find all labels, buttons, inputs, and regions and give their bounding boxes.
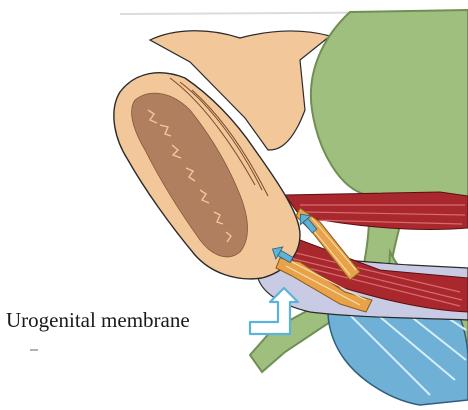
urogenital-membrane-label: Urogenital membrane: [6, 308, 190, 333]
